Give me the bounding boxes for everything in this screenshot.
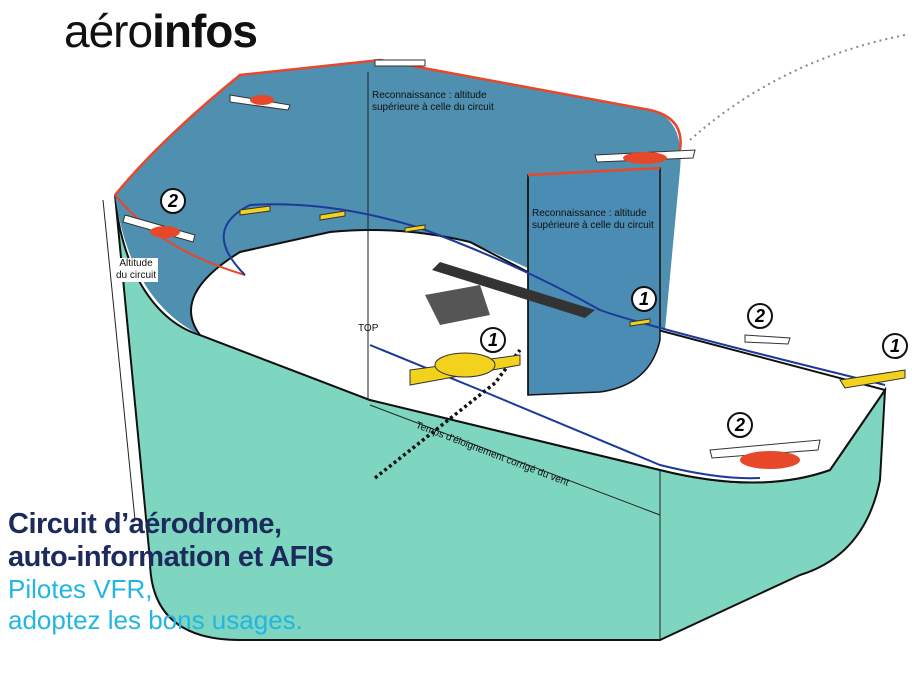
altitude-arrow-left bbox=[102, 199, 136, 521]
runway bbox=[432, 262, 595, 318]
dotted-arc bbox=[689, 34, 906, 141]
marker-1: 1 bbox=[631, 286, 657, 312]
label-line: supérieure à celle du circuit bbox=[532, 220, 654, 231]
subtitle-line-2: adoptez les bons usages. bbox=[8, 605, 303, 635]
title-line-2: auto-information et AFIS bbox=[8, 541, 334, 573]
label-line: Reconnaissance : altitude bbox=[532, 208, 647, 219]
apron bbox=[425, 285, 490, 325]
marker-2: 2 bbox=[160, 188, 186, 214]
label-line: Reconnaissance : altitude bbox=[372, 90, 487, 101]
marker-1: 1 bbox=[882, 333, 908, 359]
logo-part-1: aéro bbox=[64, 5, 153, 57]
label-line: du circuit bbox=[116, 270, 157, 281]
time-line bbox=[369, 404, 661, 516]
airplane-icon bbox=[122, 59, 821, 459]
logo-part-2: infos bbox=[152, 5, 258, 57]
magazine-logo: aéroinfos bbox=[64, 4, 258, 58]
circuit-altitude-line bbox=[114, 58, 682, 196]
label-line: supérieure à celle du circuit bbox=[372, 102, 494, 113]
title-line-1: Circuit d’aérodrome, bbox=[8, 508, 282, 540]
label-line: Altitude bbox=[119, 258, 153, 269]
marker-2: 2 bbox=[727, 412, 753, 438]
reconnaissance-cylinder bbox=[527, 167, 661, 396]
airplane-stripe bbox=[150, 95, 800, 469]
circuit-altitude-line-left bbox=[114, 194, 246, 276]
article-title: Circuit d’aérodrome, auto-information et… bbox=[8, 508, 334, 636]
top-label: TOP bbox=[358, 323, 379, 334]
subtitle-line-1: Pilotes VFR, bbox=[8, 574, 153, 604]
marker-2: 2 bbox=[747, 303, 773, 329]
airplane-icon bbox=[239, 205, 906, 389]
reconnaissance-top-line bbox=[527, 166, 661, 177]
marker-1: 1 bbox=[480, 327, 506, 353]
